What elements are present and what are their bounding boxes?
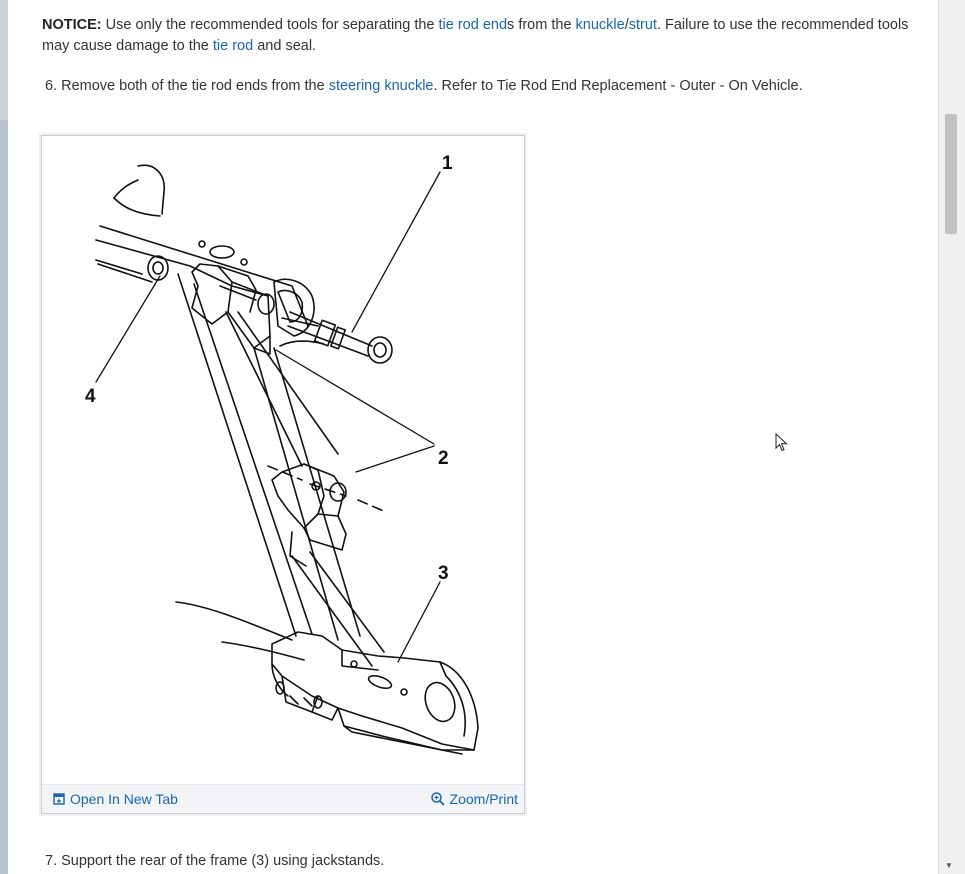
mouse-cursor-icon xyxy=(775,433,788,452)
open-new-tab-icon xyxy=(53,793,65,805)
zoom-print-button[interactable]: Zoom/Print xyxy=(430,790,518,808)
notice-text-2: s from the xyxy=(507,17,576,33)
step-7: 7. Support the rear of the frame (3) usi… xyxy=(45,853,385,869)
zoom-print-label: Zoom/Print xyxy=(449,791,518,807)
notice-text-3: / xyxy=(624,17,629,33)
scroll-down-arrow-icon[interactable]: ▼ xyxy=(945,860,953,870)
callout-1: 1 xyxy=(442,153,453,174)
callout-3: 3 xyxy=(438,563,449,584)
scroll-thumb[interactable] xyxy=(945,114,957,234)
link-steering-knuckle[interactable]: steering knuckle xyxy=(328,78,434,94)
link-tie-rod[interactable]: tie rod xyxy=(212,38,254,54)
callout-2: 2 xyxy=(438,448,449,469)
open-in-new-tab-label: Open In New Tab xyxy=(70,791,178,807)
link-strut[interactable]: strut xyxy=(628,17,657,33)
callout-4: 4 xyxy=(85,386,96,407)
zoom-icon xyxy=(430,792,445,806)
left-rail xyxy=(0,0,8,874)
left-rail-accent xyxy=(0,120,8,874)
step-6-text-1: 6. Remove both of the tie rod ends from … xyxy=(45,78,329,94)
vertical-scrollbar[interactable]: ▼ xyxy=(938,0,965,874)
open-in-new-tab-button[interactable]: Open In New Tab xyxy=(53,790,178,808)
step-6: 6. Remove both of the tie rod ends from … xyxy=(45,76,803,96)
frame-illustration: 1 2 3 4 xyxy=(85,153,479,755)
step-6-text-2: . Refer to Tie Rod End Replacement - Out… xyxy=(433,78,803,94)
notice-label: NOTICE: xyxy=(42,17,102,33)
notice-text-5: and seal. xyxy=(253,38,317,54)
notice-paragraph: NOTICE: Use only the recommended tools f… xyxy=(42,15,928,57)
figure-toolbar: Open In New Tab Zoom/Print xyxy=(42,784,524,813)
figure-illustration: 1 2 3 4 Open In New Tab Zoom/Pri xyxy=(41,135,525,814)
notice-text-1: Use only the recommended tools for separ… xyxy=(101,17,439,33)
content-panel: NOTICE: Use only the recommended tools f… xyxy=(8,0,938,874)
scroll-track[interactable] xyxy=(941,0,963,874)
link-tie-rod-end[interactable]: tie rod end xyxy=(438,17,508,33)
link-knuckle[interactable]: knuckle xyxy=(575,17,625,33)
notice-text-4: . Failure to use the recommended tools m… xyxy=(42,17,909,54)
